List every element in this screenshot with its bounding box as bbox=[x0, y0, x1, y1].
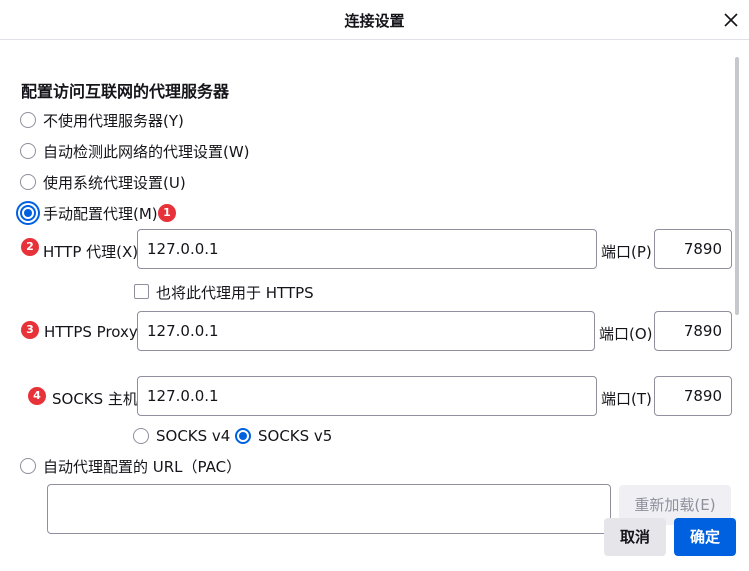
http-port-input[interactable]: 7890 bbox=[654, 229, 732, 269]
radio-auto-detect[interactable]: 自动检测此网络的代理设置(W) bbox=[20, 141, 250, 161]
dialog-title: 连接设置 bbox=[344, 12, 405, 30]
socks-port-input[interactable]: 7890 bbox=[654, 376, 732, 416]
http-port-label: 端口(P) bbox=[601, 243, 652, 261]
pac-url-input[interactable] bbox=[47, 484, 611, 534]
cancel-button[interactable]: 取消 bbox=[604, 518, 666, 556]
radio-label: 自动代理配置的 URL（PAC） bbox=[43, 457, 242, 476]
radio-no-proxy[interactable]: 不使用代理服务器(Y) bbox=[20, 110, 184, 130]
radio-button[interactable] bbox=[20, 458, 36, 474]
https-port-label: 端口(O) bbox=[599, 325, 653, 343]
https-port-input[interactable]: 7890 bbox=[654, 311, 732, 351]
radio-button[interactable] bbox=[20, 143, 36, 159]
radio-pac[interactable]: 自动代理配置的 URL（PAC） bbox=[20, 456, 241, 476]
also-https-label: 也将此代理用于 HTTPS bbox=[156, 284, 314, 302]
socks-host-label: SOCKS 主机 bbox=[52, 390, 138, 408]
radio-button-selected[interactable] bbox=[20, 205, 36, 221]
dialog-content: 配置访问互联网的代理服务器 不使用代理服务器(Y) 自动检测此网络的代理设置(W… bbox=[0, 41, 740, 571]
radio-button[interactable] bbox=[20, 174, 36, 190]
section-heading: 配置访问互联网的代理服务器 bbox=[21, 82, 230, 101]
https-proxy-label: HTTPS Proxy bbox=[44, 323, 138, 341]
radio-socks-v5[interactable]: SOCKS v5 bbox=[235, 426, 332, 446]
radio-manual[interactable]: 手动配置代理(M) bbox=[20, 203, 158, 223]
radio-label: 自动检测此网络的代理设置(W) bbox=[43, 142, 250, 161]
radio-button-selected[interactable] bbox=[235, 428, 251, 444]
also-https-checkbox[interactable] bbox=[134, 284, 149, 299]
radio-label: SOCKS v5 bbox=[258, 427, 333, 445]
dialog-titlebar: 连接设置 bbox=[0, 0, 749, 40]
scrollbar[interactable] bbox=[735, 57, 739, 315]
http-proxy-input[interactable]: 127.0.0.1 bbox=[137, 229, 597, 269]
close-icon[interactable] bbox=[719, 8, 743, 32]
badge-4: 4 bbox=[28, 387, 46, 405]
https-proxy-input[interactable]: 127.0.0.1 bbox=[137, 311, 595, 351]
radio-button[interactable] bbox=[20, 112, 36, 128]
radio-system-proxy[interactable]: 使用系统代理设置(U) bbox=[20, 172, 186, 192]
socks-host-input[interactable]: 127.0.0.1 bbox=[137, 376, 597, 416]
radio-label: SOCKS v4 bbox=[156, 427, 231, 445]
radio-button[interactable] bbox=[133, 428, 149, 444]
badge-1: 1 bbox=[158, 204, 176, 222]
radio-label: 不使用代理服务器(Y) bbox=[43, 111, 184, 130]
radio-label: 手动配置代理(M) bbox=[43, 204, 158, 223]
radio-socks-v4[interactable]: SOCKS v4 bbox=[133, 426, 230, 446]
badge-3: 3 bbox=[21, 321, 39, 339]
ok-button[interactable]: 确定 bbox=[674, 518, 736, 556]
socks-port-label: 端口(T) bbox=[601, 390, 652, 408]
http-proxy-label: HTTP 代理(X) bbox=[43, 243, 139, 261]
badge-2: 2 bbox=[21, 238, 39, 256]
radio-label: 使用系统代理设置(U) bbox=[43, 173, 186, 192]
